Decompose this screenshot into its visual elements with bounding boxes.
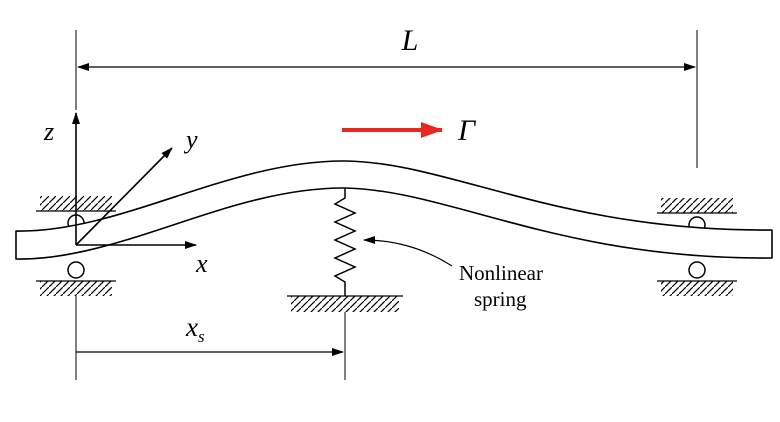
spring-ground-hatch bbox=[291, 296, 399, 312]
force-label: Γ bbox=[457, 114, 477, 147]
left-bottom-hatch bbox=[40, 281, 112, 296]
force-arrow-group: Γ bbox=[342, 114, 477, 147]
length-label: L bbox=[401, 24, 419, 57]
left-bottom-support bbox=[36, 261, 116, 296]
length-dimension: L bbox=[75, 24, 698, 168]
left-bottom-roller bbox=[67, 261, 85, 279]
right-top-support bbox=[657, 198, 737, 234]
spring-coil bbox=[333, 188, 357, 296]
right-bottom-hatch bbox=[661, 281, 733, 296]
right-top-hatch bbox=[661, 198, 733, 213]
coordinate-axes: z y x bbox=[43, 112, 208, 278]
xs-label-sub: s bbox=[198, 327, 205, 346]
z-axis-label: z bbox=[43, 117, 54, 146]
spring-pointer bbox=[363, 236, 453, 267]
xs-label-main: x bbox=[185, 312, 198, 342]
y-axis bbox=[75, 147, 173, 246]
x-axis-label: x bbox=[195, 249, 208, 278]
spring-label-line2: spring bbox=[474, 287, 527, 311]
xs-label: xs bbox=[185, 312, 205, 346]
nonlinear-spring bbox=[287, 188, 403, 312]
beam bbox=[15, 160, 773, 260]
y-axis-label: y bbox=[183, 125, 198, 154]
right-bottom-support bbox=[657, 261, 737, 296]
right-bottom-roller bbox=[688, 261, 706, 279]
spring-annotation: Nonlinear spring bbox=[363, 236, 543, 311]
spring-position-dimension: xs bbox=[75, 296, 346, 380]
spring-label-line1: Nonlinear bbox=[459, 261, 543, 285]
